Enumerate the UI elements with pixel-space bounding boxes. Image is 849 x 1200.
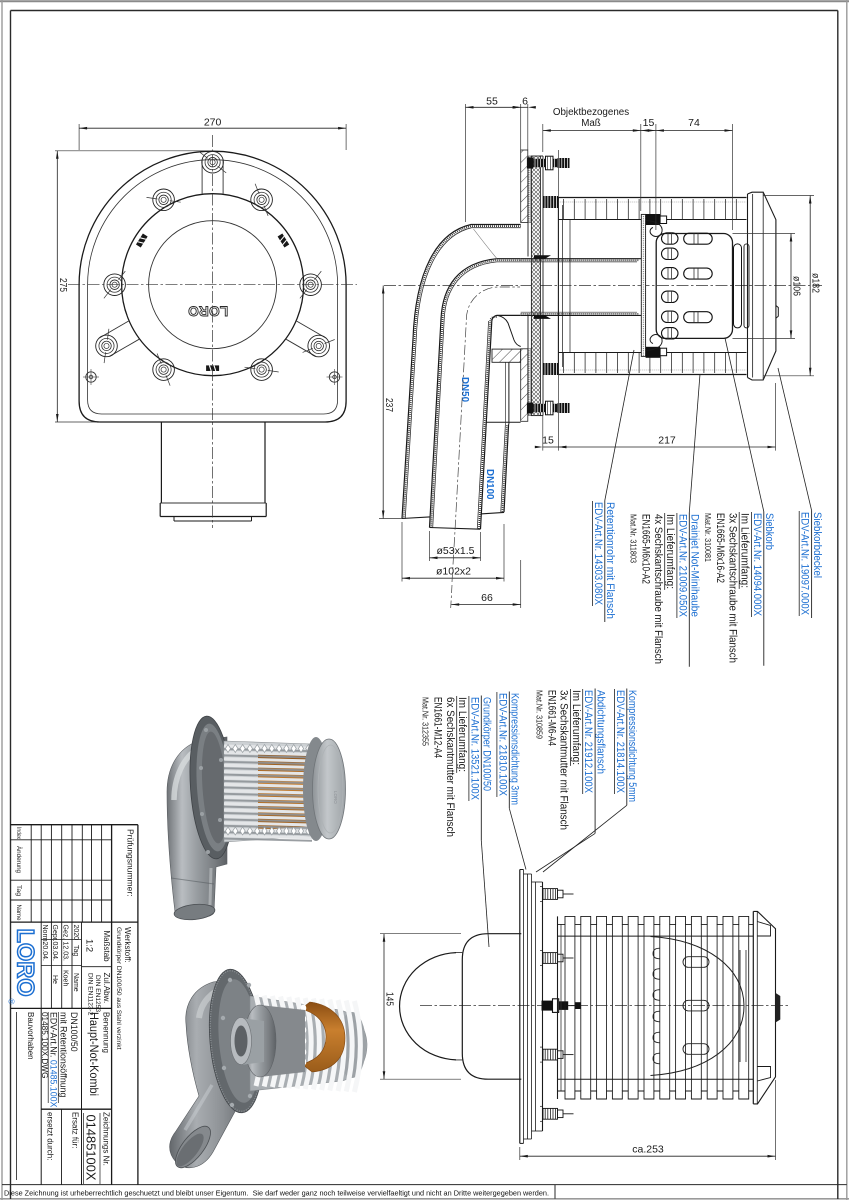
svg-text:Werkstoff:: Werkstoff: (123, 927, 132, 963)
svg-text:Änderung: Änderung (15, 846, 23, 873)
svg-text:Objektbezogenes: Objektbezogenes (553, 107, 629, 118)
svg-text:Gez.: Gez. (62, 925, 69, 940)
svg-text:Prüfungsnummer:: Prüfungsnummer: (125, 829, 135, 897)
svg-text:LORO: LORO (333, 791, 338, 804)
svg-text:2020: 2020 (72, 925, 79, 941)
svg-text:Zul.Abw.: Zul.Abw. (102, 973, 111, 1004)
svg-text:Im Lieferumfang:: Im Lieferumfang: (456, 697, 468, 772)
svg-text:03.04.: 03.04. (51, 942, 58, 962)
svg-text:Gepr.: Gepr. (51, 925, 58, 942)
svg-text:Haupt-Not-Kombi: Haupt-Not-Kombi (87, 1012, 101, 1096)
svg-text:Abdichtungsflansch: Abdichtungsflansch (594, 690, 606, 774)
svg-text:Mat.Nr. 311803: Mat.Nr. 311803 (629, 514, 638, 563)
svg-text:Retentionrohr mit Flansch: Retentionrohr mit Flansch (604, 502, 616, 619)
svg-text:Siebkorb: Siebkorb (763, 513, 775, 550)
svg-text:LORO: LORO (188, 304, 228, 319)
svg-text:Im Lieferumfang:: Im Lieferumfang: (664, 514, 676, 589)
svg-text:EDV-Art.Nr. 21810.100X: EDV-Art.Nr. 21810.100X (496, 693, 508, 797)
svg-text:EDV-Art.Nr. 21912.100X: EDV-Art.Nr. 21912.100X (582, 690, 594, 794)
svg-text:EN1661-M6-A4: EN1661-M6-A4 (546, 690, 558, 746)
svg-text:EDV-Art.Nr. 14303.080X: EDV-Art.Nr. 14303.080X (592, 502, 604, 606)
svg-text:Bauvorhaben: Bauvorhaben (26, 1012, 35, 1060)
svg-text:EDV-Art.Nr. 14094.000X: EDV-Art.Nr. 14094.000X (751, 513, 763, 617)
svg-text:15: 15 (643, 117, 655, 129)
svg-text:ø182: ø182 (810, 273, 822, 293)
svg-text:EDV-Art.Nr. 21814.100X: EDV-Art.Nr. 21814.100X (614, 690, 626, 794)
svg-text:4x Sechskantschraube mit Flans: 4x Sechskantschraube mit Flansch (652, 514, 664, 664)
svg-text:6x Sechskantmutter mit Flansch: 6x Sechskantmutter mit Flansch (444, 697, 456, 837)
svg-text:Tag: Tag (72, 945, 79, 956)
svg-text:DN100: DN100 (484, 469, 495, 500)
svg-text:Mat.Nr. 310859: Mat.Nr. 310859 (534, 690, 543, 739)
svg-text:3x Sechskantschraube mit Flans: 3x Sechskantschraube mit Flansch (726, 513, 738, 663)
svg-text:Norm.: Norm. (41, 925, 48, 944)
svg-text:DN100/50: DN100/50 (69, 1012, 79, 1052)
svg-text:Koeh: Koeh (62, 970, 69, 986)
svg-text:145: 145 (384, 992, 396, 1006)
svg-text:Maßstab: Maßstab (102, 931, 111, 963)
svg-text:ø106: ø106 (790, 276, 802, 296)
svg-text:EN1665-M6x10-A2: EN1665-M6x10-A2 (640, 514, 652, 584)
svg-text:Im Lieferumfang:: Im Lieferumfang: (570, 690, 582, 765)
svg-text:Diese Zeichnung ist urheberrec: Diese Zeichnung ist urheberrechtlich ges… (4, 1188, 549, 1197)
svg-text:EDV-Art.Nr. 21009.050X: EDV-Art.Nr. 21009.050X (676, 514, 688, 618)
svg-text:01485.100X.DWG: 01485.100X.DWG (40, 1012, 49, 1078)
svg-text:12.03.: 12.03. (62, 942, 69, 962)
svg-text:270: 270 (204, 117, 222, 129)
svg-text:ø53x1.5: ø53x1.5 (437, 545, 475, 557)
svg-text:ca.253: ca.253 (632, 1144, 664, 1156)
svg-text:Kompressionsdichtung 5mm: Kompressionsdichtung 5mm (626, 690, 638, 802)
svg-text:Im Lieferumfang:: Im Lieferumfang: (739, 513, 751, 588)
svg-text:217: 217 (658, 435, 676, 447)
svg-text:15: 15 (542, 435, 554, 447)
svg-text:66: 66 (481, 592, 493, 604)
svg-text:Kompressionsdichtung 3mm: Kompressionsdichtung 3mm (509, 693, 521, 805)
svg-text:mit Retentionsöffnung: mit Retentionsöffnung (59, 1012, 69, 1098)
svg-text:EDV-Art.Nr. 19097.000X: EDV-Art.Nr. 19097.000X (799, 512, 811, 616)
svg-text:®: ® (7, 999, 16, 1005)
svg-text:EDV-Art.Nr. 13521.100X: EDV-Art.Nr. 13521.100X (468, 697, 480, 801)
svg-text:74: 74 (688, 117, 700, 129)
svg-text:EDV-Art.Nr. 01485.100X: EDV-Art.Nr. 01485.100X (48, 1012, 58, 1107)
svg-text:DN50: DN50 (459, 377, 470, 403)
svg-text:6: 6 (522, 95, 528, 107)
svg-text:Name: Name (72, 973, 79, 992)
svg-text:Ersatz für:: Ersatz für: (71, 1112, 80, 1148)
svg-text:Drainjet Not-Minihaube: Drainjet Not-Minihaube (689, 514, 701, 617)
svg-text:Mat.Nr. 312355: Mat.Nr. 312355 (421, 697, 430, 747)
svg-text:DIN EN1123-2: DIN EN1123-2 (87, 973, 94, 1016)
svg-text:LORO: LORO (12, 929, 39, 997)
svg-text:Grundkörper DN100/50: Grundkörper DN100/50 (481, 697, 493, 791)
svg-text:Benennung: Benennung (102, 1012, 111, 1053)
svg-text:Siebkorbdeckel: Siebkorbdeckel (811, 512, 823, 578)
svg-text:ersetzt durch:: ersetzt durch: (46, 1112, 55, 1160)
svg-text:Grundkörper DN100/50 aus Stahl: Grundkörper DN100/50 aus Stahl verzinkt (115, 927, 122, 1050)
svg-text:Maß: Maß (581, 118, 601, 129)
svg-text:ø102x2: ø102x2 (436, 566, 471, 578)
svg-text:3x Sechskantmutter mit Flansch: 3x Sechskantmutter mit Flansch (558, 690, 570, 830)
svg-text:1:2: 1:2 (84, 939, 95, 952)
svg-text:55: 55 (486, 95, 498, 107)
svg-text:20.04.: 20.04. (41, 942, 48, 962)
svg-text:Index: Index (15, 827, 22, 839)
svg-text:EN1665-M6x16-A2: EN1665-M6x16-A2 (714, 513, 726, 583)
svg-text:He: He (51, 975, 58, 984)
svg-text:Tag: Tag (15, 885, 22, 896)
svg-text:EN1661-M12-A4: EN1661-M12-A4 (432, 697, 444, 758)
svg-text:Mat.Nr. 310081: Mat.Nr. 310081 (703, 513, 712, 562)
svg-text:237: 237 (383, 398, 395, 412)
svg-text:DIN EN1253: DIN EN1253 (94, 975, 101, 1012)
svg-text:Name: Name (15, 905, 22, 921)
svg-text:Zeichnungs Nr.: Zeichnungs Nr. (102, 1112, 111, 1166)
svg-text:275: 275 (57, 278, 69, 292)
svg-text:01485100X: 01485100X (84, 1115, 99, 1181)
